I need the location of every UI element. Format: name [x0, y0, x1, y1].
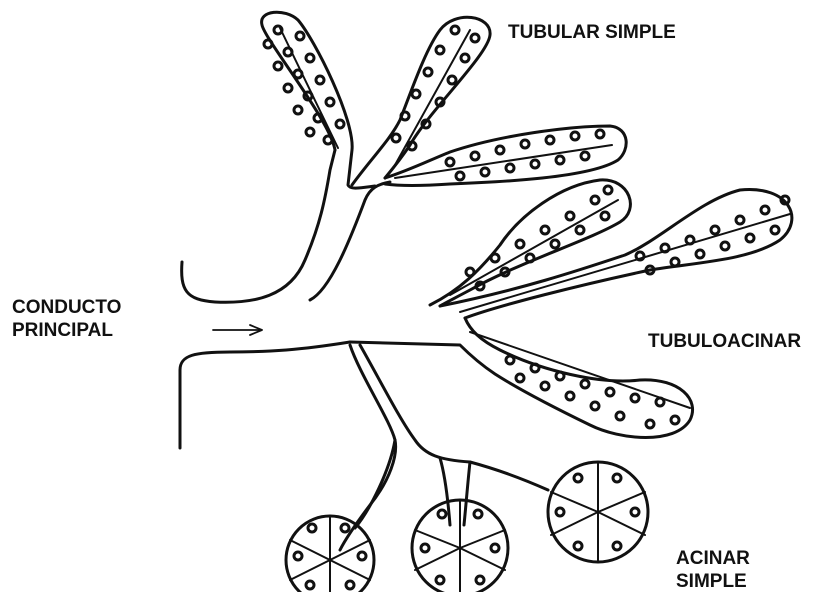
- label-acinar-line1: ACINAR: [676, 547, 750, 570]
- tubular-gland-1: [262, 12, 375, 188]
- label-conducto-principal: CONDUCTO PRINCIPAL: [12, 296, 121, 342]
- flow-arrow: [213, 325, 262, 335]
- label-conducto-line1: CONDUCTO: [12, 296, 121, 319]
- tubular-gland-2: [352, 17, 490, 185]
- tubular-gland-3: [385, 126, 626, 186]
- label-acinar-simple: ACINAR SIMPLE: [676, 547, 750, 592]
- tubuloacinar-gland-1: [430, 180, 630, 306]
- label-tubuloacinar-text: TUBULOACINAR: [648, 331, 801, 352]
- acinar-gland-2: [412, 500, 508, 592]
- label-acinar-line2: SIMPLE: [676, 570, 750, 592]
- main-duct: [180, 150, 390, 448]
- label-conducto-line2: PRINCIPAL: [12, 319, 121, 342]
- acinar-gland-3: [548, 462, 648, 562]
- acinar-gland-1: [286, 516, 374, 592]
- label-tubuloacinar: TUBULOACINAR: [648, 330, 801, 353]
- label-tubular-simple-text: TUBULAR SIMPLE: [508, 22, 676, 43]
- label-tubular-simple: TUBULAR SIMPLE: [508, 21, 676, 44]
